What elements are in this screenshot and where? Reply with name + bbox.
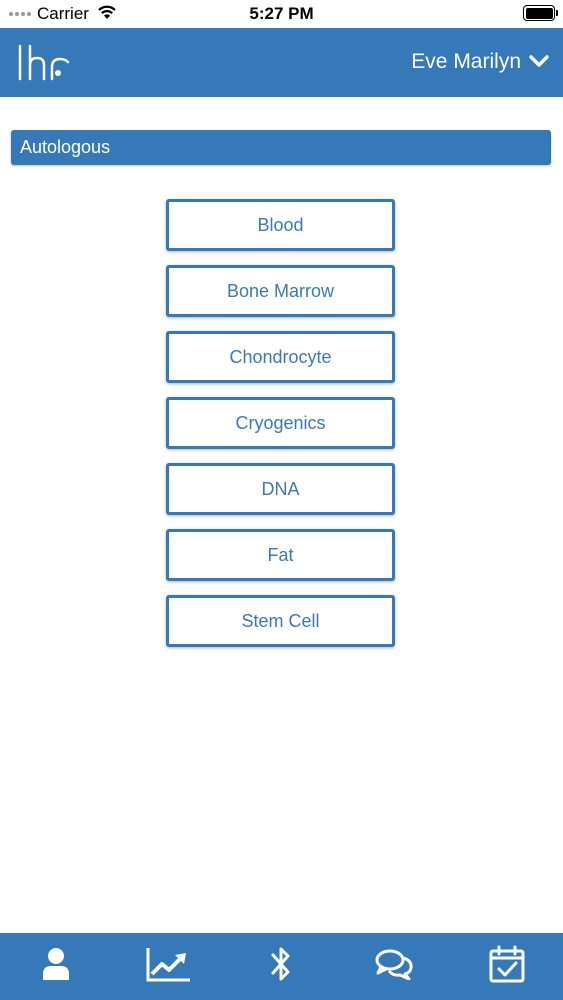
option-fat-button[interactable]: Fat (166, 529, 395, 581)
section-title-bar: Autologous (11, 130, 551, 165)
tab-trends[interactable] (113, 933, 226, 1000)
status-bar: Carrier 5:27 PM (0, 0, 563, 28)
option-chondrocyte-button[interactable]: Chondrocyte (166, 331, 395, 383)
signal-dots-icon (9, 12, 31, 16)
option-dna-button[interactable]: DNA (166, 463, 395, 515)
tab-profile[interactable] (0, 933, 113, 1000)
option-blood-button[interactable]: Blood (166, 199, 395, 251)
clock-time: 5:27 PM (249, 4, 314, 23)
bottom-tab-bar (0, 933, 563, 1000)
wifi-icon (97, 5, 117, 25)
bluetooth-icon (269, 945, 293, 988)
battery-icon (523, 5, 558, 21)
chat-icon (374, 948, 414, 985)
option-bone-marrow-button[interactable]: Bone Marrow (166, 265, 395, 317)
carrier-label: Carrier (37, 4, 89, 23)
lhr-logo-icon[interactable] (16, 43, 76, 88)
tab-bluetooth[interactable] (225, 933, 338, 1000)
chart-line-icon (146, 946, 192, 987)
option-list: Blood Bone Marrow Chondrocyte Cryogenics… (166, 199, 395, 661)
option-cryogenics-button[interactable]: Cryogenics (166, 397, 395, 449)
section-title: Autologous (20, 137, 111, 157)
chevron-down-icon (529, 50, 549, 74)
user-menu-button[interactable]: Eve Marilyn (411, 50, 549, 74)
tab-messages[interactable] (338, 933, 451, 1000)
option-stem-cell-button[interactable]: Stem Cell (166, 595, 395, 647)
calendar-check-icon (489, 945, 525, 988)
tab-calendar[interactable] (450, 933, 563, 1000)
user-name: Eve Marilyn (411, 50, 521, 73)
app-header: Eve Marilyn (0, 28, 563, 97)
user-icon (41, 947, 71, 986)
